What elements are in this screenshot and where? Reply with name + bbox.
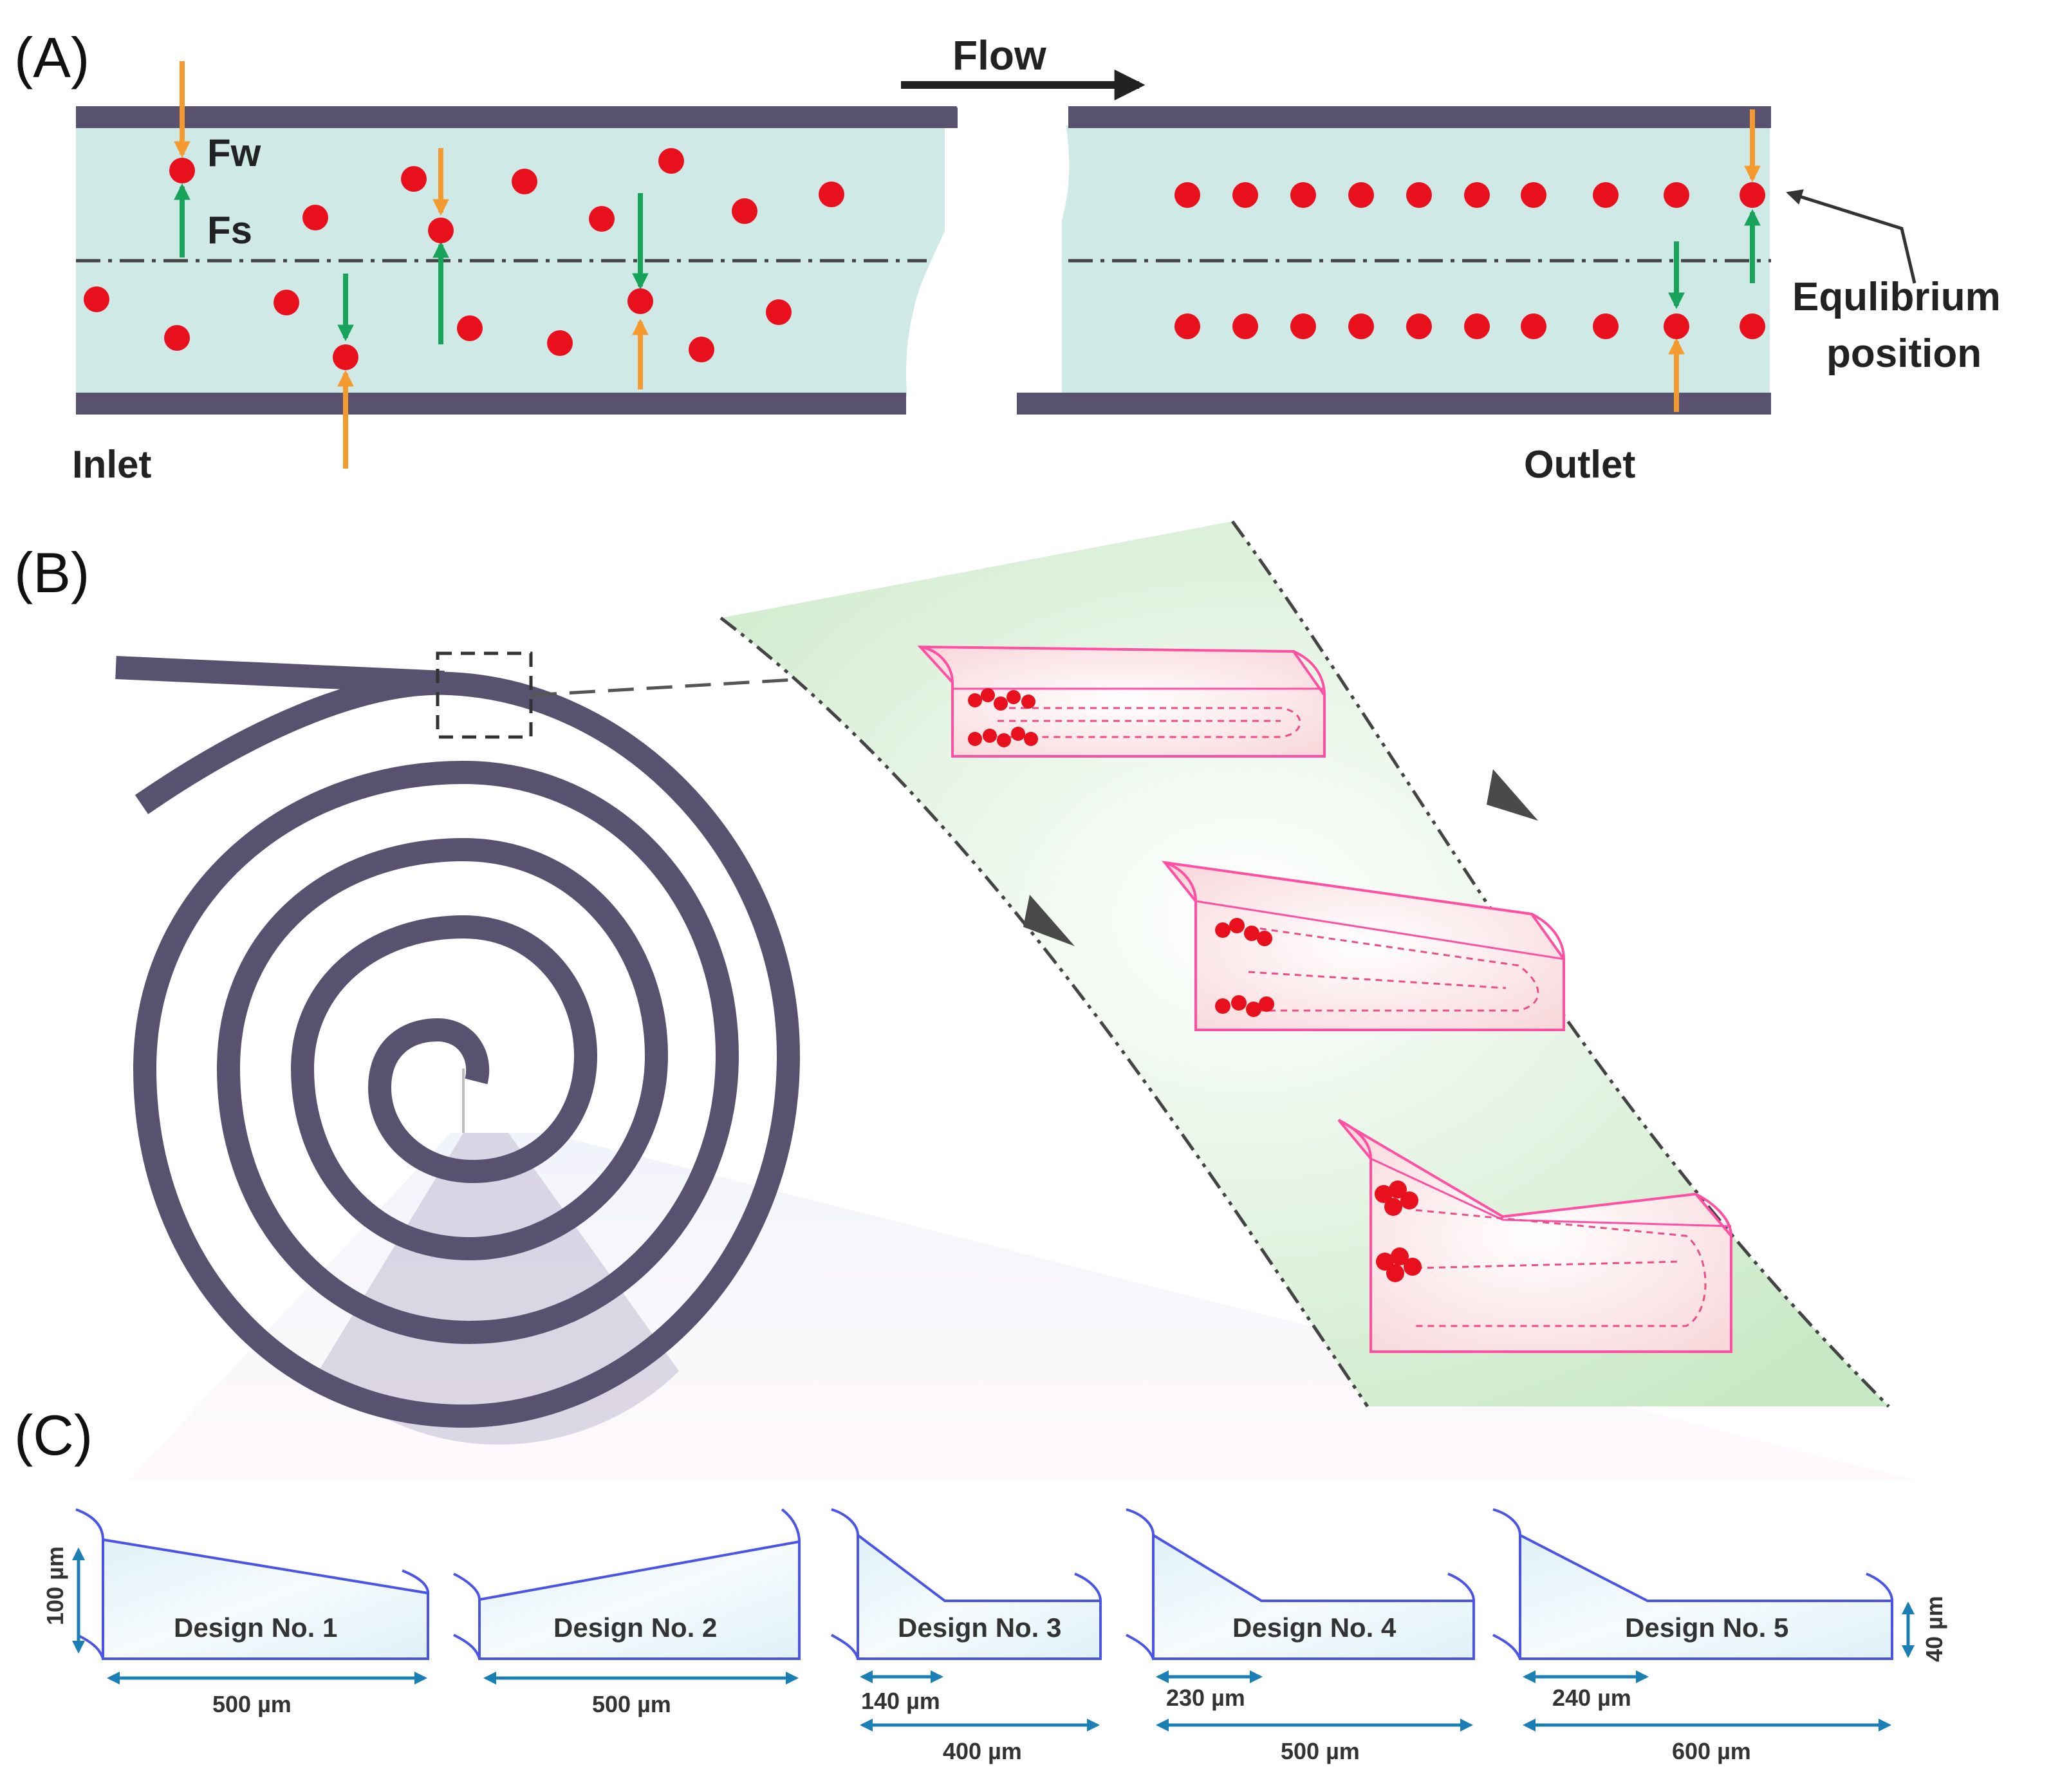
spiral-channel (115, 656, 801, 1428)
zoom-box (436, 651, 533, 739)
zoom-sector (319, 1133, 679, 1445)
channel-bottom-wall-right (1017, 393, 1771, 415)
design-5-inner: 240 µm (1552, 1685, 1631, 1711)
particle (169, 158, 195, 183)
outlet-particles (1174, 182, 1765, 339)
design-3: Design No. 3 140 µm 400 µm (831, 1508, 1102, 1764)
design-4-inner: 230 µm (1166, 1685, 1245, 1711)
particle (1593, 182, 1619, 208)
design-1: Design No. 1 100 µm 500 µm (42, 1508, 429, 1717)
particle (333, 344, 358, 370)
particle (819, 182, 844, 207)
design-2: Design No. 2 500 µm (453, 1508, 801, 1717)
design-3-inner: 140 µm (861, 1688, 940, 1714)
band-edge-right (1230, 520, 1890, 1408)
particle (689, 337, 714, 362)
flow-direction-arrow (1023, 895, 1075, 946)
flow-direction-arrow (1487, 769, 1538, 821)
particle (1232, 313, 1258, 339)
particle (627, 288, 653, 314)
particle (1740, 313, 1765, 339)
flow-label: Flow (952, 32, 1046, 79)
particle (1348, 182, 1374, 208)
particle (658, 148, 684, 174)
design-1-height: 100 µm (42, 1546, 68, 1625)
particle (1740, 182, 1765, 208)
panel-a: (A) Flow Fw Fs Inlet Outlet Equlibrium p… (14, 26, 2001, 486)
particle (1664, 182, 1689, 208)
design-5: Design No. 5 40 µm 240 µm 600 µm (1492, 1508, 1947, 1764)
particle (732, 198, 757, 224)
fw-label: Fw (207, 131, 261, 174)
cross-section-rectangular (917, 645, 1326, 758)
panel-a-label: (A) (14, 26, 89, 89)
design-1-label: Design No. 1 (174, 1612, 337, 1643)
design-1-width: 500 µm (212, 1691, 292, 1717)
design-4-width: 500 µm (1281, 1738, 1360, 1764)
band-edge-left (719, 617, 1369, 1408)
inlet-label: Inlet (72, 443, 151, 486)
particle (1174, 182, 1200, 208)
particle (547, 330, 573, 356)
design-3-width: 400 µm (943, 1738, 1022, 1764)
cross-section-trapezoidal (1162, 861, 1565, 1031)
fs-label: Fs (207, 209, 252, 252)
particle (1290, 313, 1316, 339)
panel-b-label: (B) (14, 541, 89, 604)
outlet-label: Outlet (1524, 443, 1635, 486)
particle (1593, 313, 1619, 339)
spiral-path (133, 671, 801, 1428)
channel-fluid-left (76, 126, 945, 396)
particle (766, 299, 792, 325)
cross-section-step (1337, 1119, 1732, 1353)
equilibrium-pointer-arrow (1786, 189, 1916, 284)
particle (428, 218, 454, 243)
particle (164, 325, 190, 351)
design-4-label: Design No. 4 (1232, 1612, 1397, 1643)
design-2-width: 500 µm (592, 1691, 671, 1717)
particle (1348, 313, 1374, 339)
particle (1232, 182, 1258, 208)
particle (1464, 182, 1490, 208)
particle (589, 206, 615, 232)
design-2-label: Design No. 2 (553, 1612, 717, 1643)
channel-top-wall-left (76, 106, 958, 128)
equilibrium-label-line1: Equlibrium (1792, 275, 2001, 319)
design-5-width: 600 µm (1672, 1738, 1751, 1764)
zoom-leader (530, 677, 805, 697)
particle (84, 286, 109, 312)
design-5-label: Design No. 5 (1625, 1612, 1788, 1643)
design-3-label: Design No. 3 (898, 1612, 1061, 1643)
inlet-particles (84, 148, 844, 370)
particle (274, 290, 299, 315)
channel-top-wall-right (1068, 106, 1771, 128)
particle (302, 205, 328, 230)
design-4: Design No. 4 230 µm 500 µm (1126, 1508, 1475, 1764)
particle (1664, 313, 1689, 339)
particle (1521, 313, 1546, 339)
particle (1174, 313, 1200, 339)
channel-break (906, 97, 1070, 438)
panel-b: (B) (14, 520, 1918, 1480)
equilibrium-label-line2: position (1826, 331, 1981, 376)
channel-bottom-wall-left (76, 393, 906, 415)
panel-c: (C) Design No. 1 100 µm 500 µm Design No… (14, 1403, 1947, 1764)
panel-c-label: (C) (14, 1403, 93, 1467)
particle (1464, 313, 1490, 339)
particle (401, 166, 427, 192)
particle (1290, 182, 1316, 208)
particle (512, 169, 537, 194)
particle (1406, 182, 1432, 208)
particle (1406, 313, 1432, 339)
particle (1521, 182, 1546, 208)
design-5-height: 40 µm (1921, 1596, 1947, 1662)
particle (457, 315, 483, 341)
